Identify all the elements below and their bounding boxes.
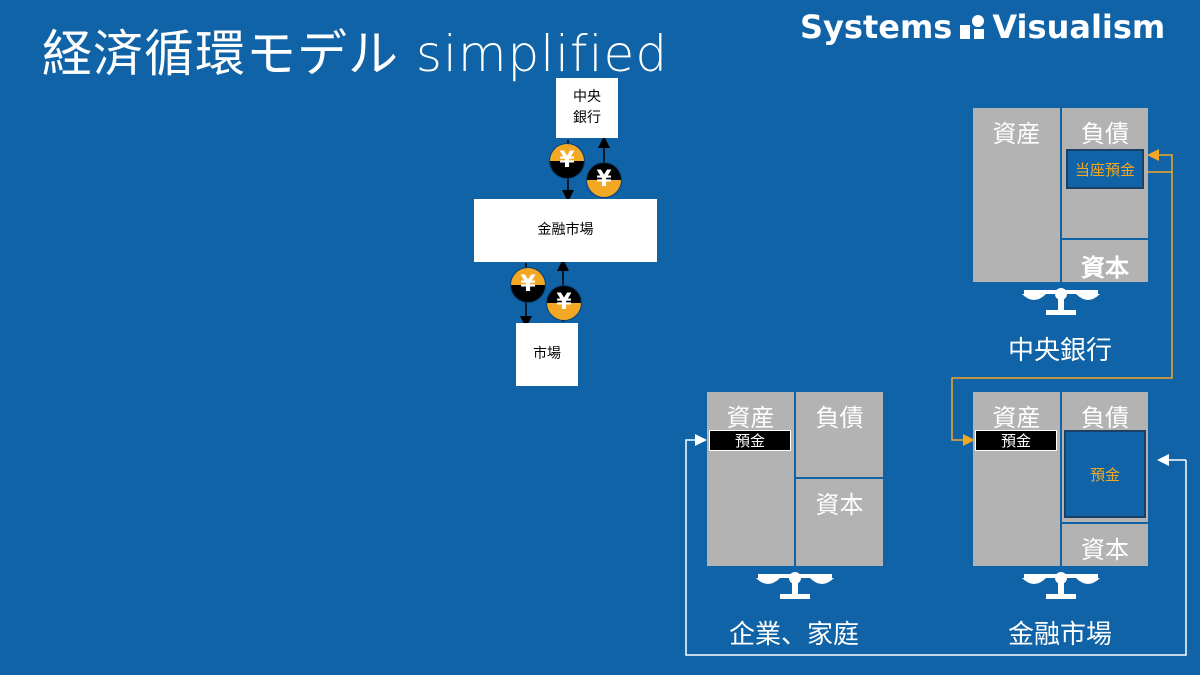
yen-coin-icon: ¥ [586, 162, 622, 198]
yen-coin-icon: ¥ [510, 267, 546, 303]
gold-arrow-to-cb-deposit [1146, 149, 1173, 173]
cb-caption: 中央銀行 [1007, 336, 1112, 366]
white-arrow-loop [685, 434, 1187, 656]
cb-assets-cell: 資産 [973, 108, 1060, 282]
fh-liabilities-cell: 負債 [796, 392, 883, 477]
gold-arrow-cb-to-fm [951, 172, 1173, 446]
brand-logo: Systems Visualism [800, 8, 1165, 46]
brand-right-text: Visualism [992, 8, 1166, 46]
fh-capital-cell: 資本 [796, 479, 883, 566]
scale-icon [756, 572, 834, 599]
yen-coin-icon: ¥ [546, 285, 582, 321]
cb-capital-cell: 資本 [1062, 240, 1148, 282]
market-box: 市場 [516, 323, 578, 386]
financial-market-box: 金融市場 [474, 199, 657, 262]
fm-deposit-tag: 預金 [975, 430, 1057, 451]
fm-capital-cell: 資本 [1062, 524, 1148, 566]
systems-visualism-logo-icon [960, 15, 985, 39]
fh-assets-cell: 資産 [707, 392, 794, 566]
page-title: 経済循環モデル simplified [42, 25, 669, 83]
fh-caption: 企業、家庭 [728, 620, 859, 650]
brand-left-text: Systems [800, 8, 953, 46]
fm-deposit-liability: 預金 [1064, 430, 1146, 518]
scale-icon [1022, 288, 1100, 315]
scale-icon [1022, 572, 1100, 599]
fm-caption: 金融市場 [1007, 620, 1112, 650]
cb-current-deposit: 当座預金 [1066, 149, 1144, 189]
fm-assets-cell: 資産 [973, 392, 1060, 566]
central-bank-box: 中央 銀行 [556, 78, 618, 138]
yen-coin-icon: ¥ [549, 143, 585, 179]
fh-deposit-tag: 預金 [709, 430, 791, 451]
